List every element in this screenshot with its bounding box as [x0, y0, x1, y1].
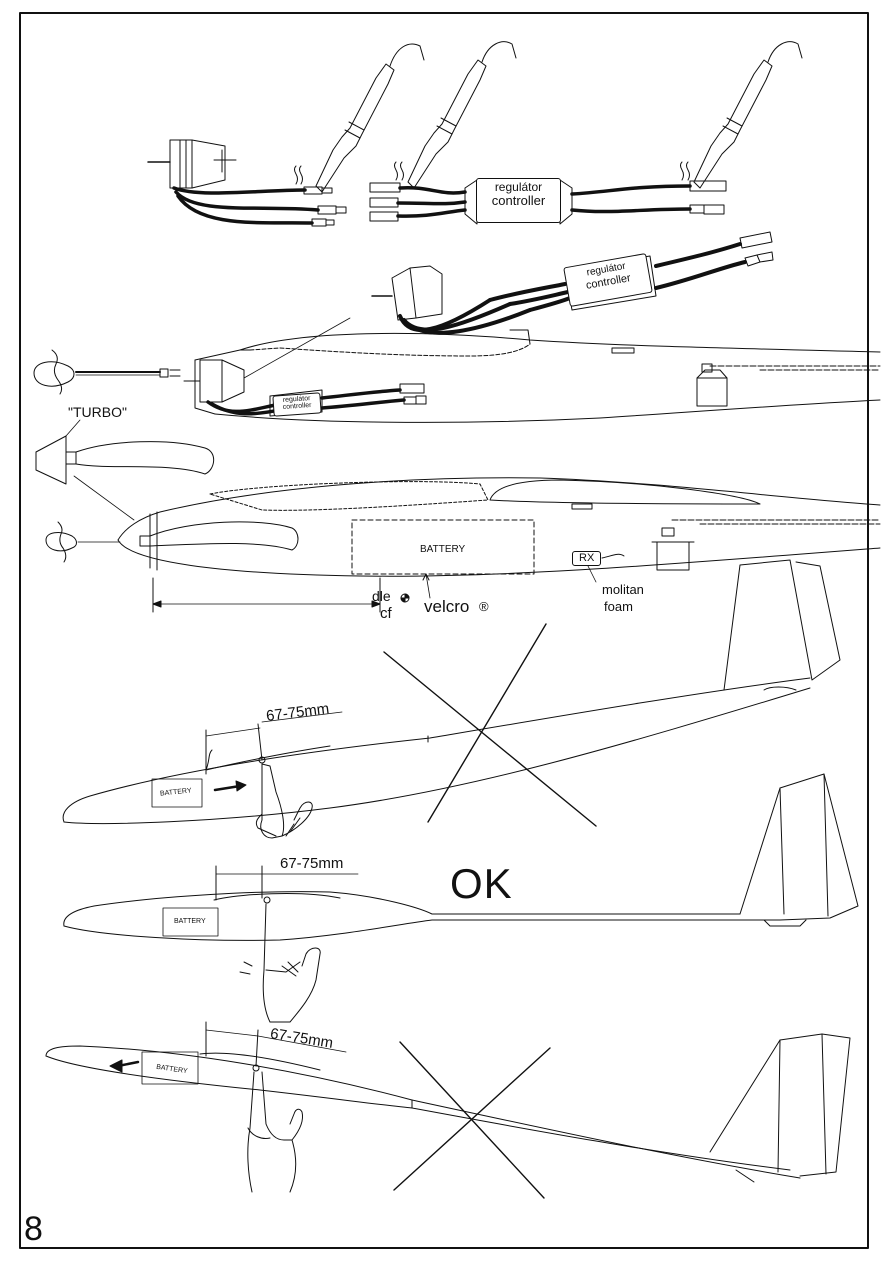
receiver-label: RX	[572, 551, 602, 566]
fuselage-motor-view	[33, 317, 881, 423]
motor-soldering-diagram	[147, 41, 803, 227]
battery-label: BATTERY	[420, 544, 466, 555]
regulator-box-top: regulátor controller	[476, 178, 561, 223]
cg-range-label-2: 67-75mm	[280, 855, 344, 872]
ok-label: OK	[450, 860, 513, 907]
cf-label: cf	[380, 605, 392, 622]
dle-label: dle	[372, 588, 391, 604]
velcro-label: velcro	[424, 597, 470, 616]
molitan-label: molitan	[602, 582, 644, 597]
page-number: 8	[24, 1210, 43, 1248]
fuselage-battery-view	[35, 419, 881, 613]
battery-label-glider-2: BATTERY	[174, 918, 206, 925]
registered-mark: ®	[479, 599, 489, 614]
turbo-label: "TURBO"	[68, 404, 127, 420]
controller-label: controller	[491, 193, 546, 208]
regulator-box-fuselage: regulátor controller	[272, 392, 322, 417]
glider-nose-heavy	[45, 1021, 851, 1199]
glider-balanced-ok	[63, 773, 859, 1023]
glider-tail-heavy	[62, 559, 841, 839]
page-border	[19, 12, 869, 1249]
foam-label: foam	[604, 599, 633, 614]
regulator-label: regulátor	[494, 180, 543, 194]
